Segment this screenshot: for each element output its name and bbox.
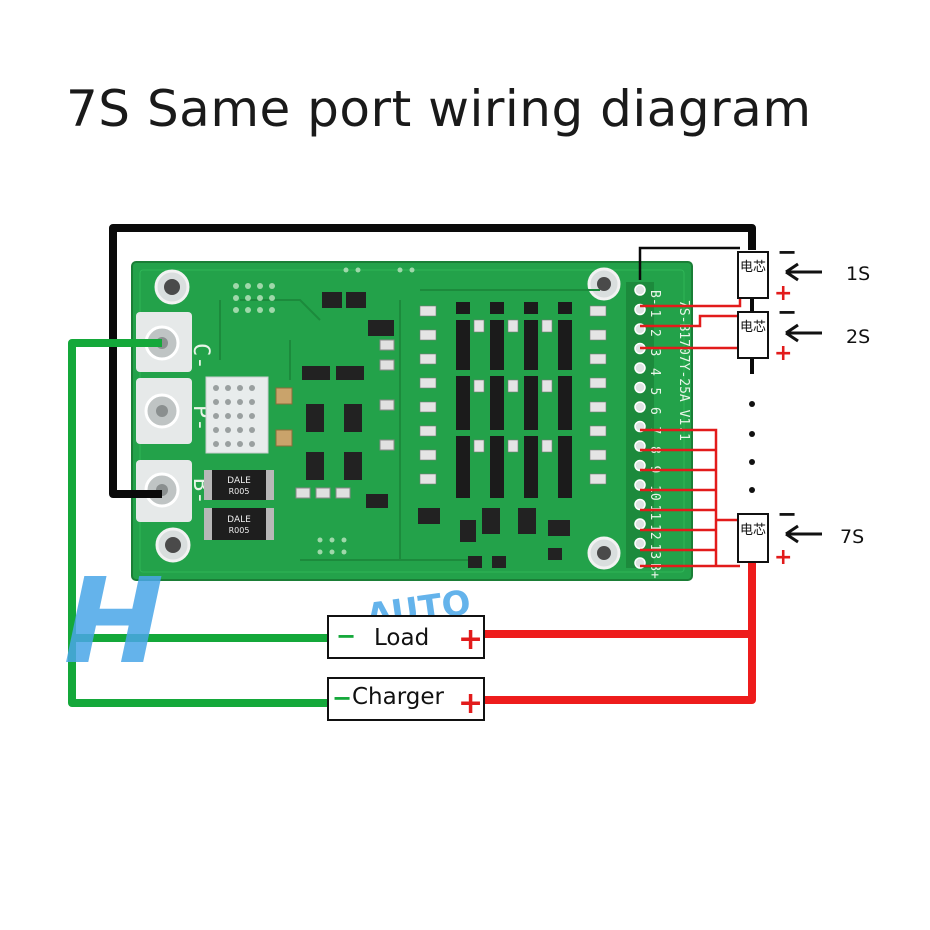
- header-pin-label: 10: [647, 485, 662, 501]
- cell-7s: 电芯 − + 7S: [737, 500, 864, 570]
- svg-text:R005: R005: [229, 487, 250, 496]
- svg-text:DALE: DALE: [227, 476, 251, 486]
- load-minus-sign: −: [336, 622, 356, 650]
- header-pin-label: 1: [647, 310, 662, 318]
- continuation-dots: [749, 401, 755, 493]
- arrow-icon: [785, 323, 822, 343]
- pad-p-minus: [136, 378, 192, 444]
- cell-minus-sign: −: [777, 500, 797, 528]
- svg-text:Charger: Charger: [352, 684, 445, 710]
- shunt-resistor: DALE R005: [204, 508, 274, 540]
- header-pin-label: B-: [647, 290, 662, 306]
- header-pin: [634, 518, 646, 530]
- mounting-hole: [155, 527, 191, 563]
- board-model-text: 7S-B1707Y-25A V1.1: [676, 300, 691, 441]
- shunt-resistor: DALE R005: [204, 470, 274, 500]
- header-pin-label: 4: [647, 368, 662, 376]
- header-pin-label: 2: [647, 329, 662, 337]
- cell-plus-sign: +: [774, 341, 792, 366]
- balance-component-array: [456, 302, 572, 498]
- header-pin-label: 12: [647, 524, 662, 540]
- svg-text:2S: 2S: [846, 326, 870, 348]
- cell-2s: 电芯 − + 2S: [737, 298, 870, 366]
- mounting-hole: [154, 269, 190, 305]
- mounting-hole: [587, 536, 621, 570]
- negative-wire: [109, 224, 756, 498]
- svg-text:电芯: 电芯: [740, 260, 766, 275]
- pcb: [131, 261, 693, 581]
- svg-text:电芯: 电芯: [740, 320, 766, 335]
- arrow-icon: [785, 262, 822, 282]
- header-pin: [634, 498, 646, 511]
- header-pin-label: 6: [647, 407, 662, 415]
- ground-wire: [68, 339, 328, 707]
- charger-minus-sign: −: [332, 684, 352, 712]
- cell-minus-sign: −: [777, 298, 797, 326]
- charger-box: − Charger +: [327, 677, 485, 721]
- header-pin: [634, 537, 646, 550]
- load-plus-sign: +: [458, 622, 483, 657]
- pad-label-c: C-: [188, 343, 213, 370]
- svg-text:7S: 7S: [840, 526, 864, 548]
- header-pin: [634, 362, 646, 374]
- svg-text:Load: Load: [374, 625, 429, 651]
- header-pin: [634, 284, 646, 296]
- svg-text:DALE: DALE: [227, 515, 251, 525]
- svg-text:电芯: 电芯: [740, 523, 766, 538]
- bms-board: C- P- B- DALE R005: [131, 261, 693, 581]
- mounting-hole: [587, 267, 621, 301]
- cell-plus-sign: +: [774, 545, 792, 570]
- header-pin-label: 13: [647, 544, 662, 560]
- header-pin: [634, 381, 646, 394]
- arrow-icon: [785, 524, 822, 544]
- load-box: − Load +: [327, 615, 485, 659]
- diagram-title: 7S Same port wiring diagram: [66, 80, 812, 138]
- balance-wires-7s: [640, 428, 740, 568]
- header-pin: [634, 479, 646, 491]
- svg-text:R005: R005: [229, 526, 250, 535]
- charger-plus-sign: +: [458, 686, 483, 721]
- header-pin-label: 5: [647, 388, 662, 396]
- header-pin-label: 3: [647, 349, 662, 357]
- positive-wire: [470, 562, 756, 704]
- svg-text:1S: 1S: [846, 263, 870, 285]
- cell-plus-sign: +: [774, 281, 792, 306]
- cell-minus-sign: −: [777, 238, 797, 266]
- header-pin-label: 11: [647, 505, 662, 521]
- cell-1s: 电芯 − + 1S: [737, 238, 870, 306]
- header-pin: [634, 401, 646, 413]
- bminus-lead: [638, 246, 740, 280]
